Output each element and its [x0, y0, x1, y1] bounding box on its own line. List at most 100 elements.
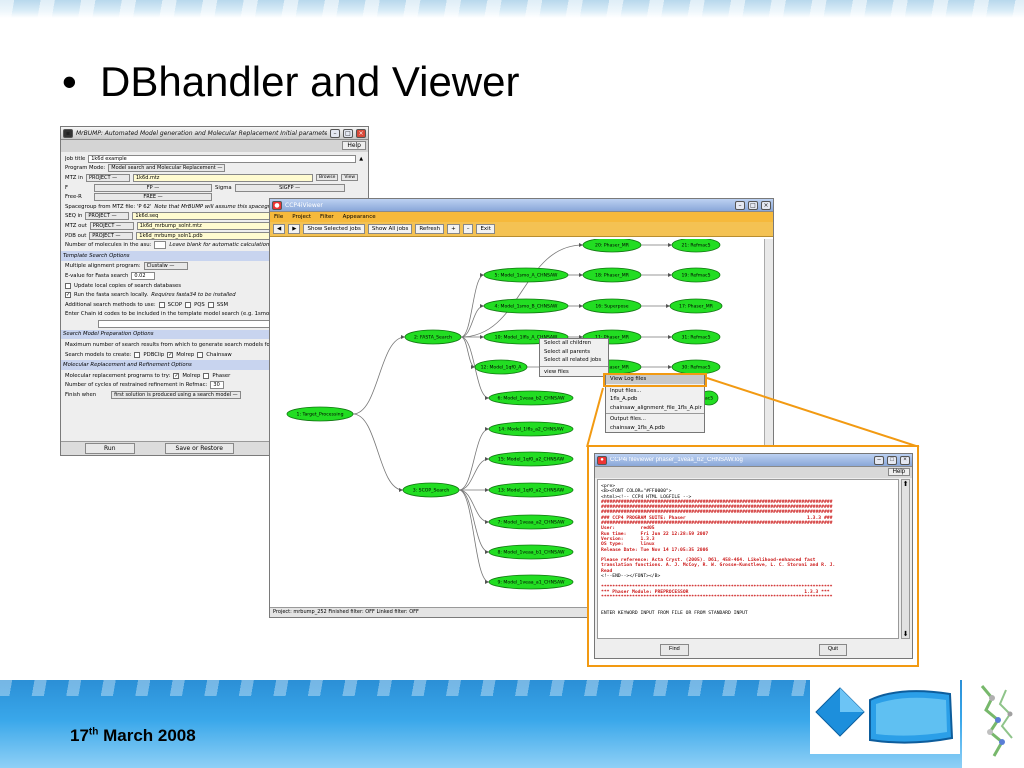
find-button[interactable]: Find — [660, 644, 689, 656]
forward-arrow-icon[interactable]: ▶ — [288, 224, 301, 234]
select-all-children-item[interactable]: Select all children — [544, 340, 592, 346]
viewer-vertical-scrollbar[interactable] — [764, 239, 773, 607]
job-node[interactable]: 30: Refmac5 — [671, 359, 721, 375]
show-all-jobs-button[interactable]: Show All jobs — [367, 224, 413, 234]
job-node[interactable]: 3: SCOP_Search — [402, 482, 460, 498]
job-node-shape[interactable] — [671, 329, 721, 345]
job-node[interactable]: 5: Model_1smo_A_CHNSAW — [483, 267, 569, 283]
close-icon[interactable]: × — [356, 128, 366, 138]
job-node[interactable]: 8: Model_1veaa_b1_CHNSAW — [488, 544, 574, 560]
job-node-shape[interactable] — [404, 329, 462, 345]
select-all-parents-item[interactable]: Select all parents — [544, 348, 591, 355]
job-node-shape[interactable] — [483, 298, 569, 314]
job-node[interactable]: 15: Model_1qf0_a2_CHNSAW — [488, 451, 574, 467]
job-node[interactable]: 31: Refmac5 — [671, 329, 721, 345]
input-files-item[interactable]: Input files... — [610, 387, 642, 394]
input-file-pdb-item[interactable]: 1fls_A.pdb — [610, 396, 638, 402]
seq-in-project-select[interactable]: PROJECT — [85, 212, 130, 221]
log-text-area[interactable]: <pre><B><FONT COLOR="#FF0000"><html><!--… — [597, 479, 899, 639]
scop-checkbox[interactable] — [158, 301, 165, 308]
ssm-checkbox[interactable] — [207, 301, 214, 308]
job-title-input[interactable]: 1k6d example — [88, 154, 357, 163]
help-button[interactable]: Help — [342, 141, 366, 150]
job-node-shape[interactable] — [488, 574, 574, 590]
quit-button[interactable]: Quit — [818, 644, 847, 656]
browse-button[interactable]: Browse — [315, 174, 339, 182]
job-node-shape[interactable] — [488, 451, 574, 467]
scroll-down-arrow-icon[interactable]: ⬇ — [902, 631, 909, 638]
minimize-icon[interactable]: – — [330, 128, 340, 138]
minimize-icon[interactable]: – — [735, 200, 745, 210]
job-node[interactable]: 2: FASTA_Search — [404, 329, 462, 345]
menu-filter[interactable]: Filter — [320, 214, 334, 220]
menu-appearance[interactable]: Appearance — [342, 214, 376, 220]
scroll-up-arrow-icon[interactable]: ⬆ — [902, 481, 909, 488]
scroll-up-icon[interactable]: ▲ — [359, 155, 364, 162]
job-node[interactable]: 4: Model_1smo_B_CHNSAW — [483, 298, 569, 314]
viewer-titlebar[interactable]: ● CCP4iViewer – □ × — [270, 199, 773, 212]
menu-project[interactable]: Project — [292, 214, 312, 220]
maximize-icon[interactable]: □ — [343, 128, 353, 138]
job-node[interactable]: 13: Model_1qf0_a2_CHNSAW — [488, 482, 574, 498]
molrep-model-checkbox[interactable]: ✓ — [167, 351, 174, 358]
log-viewer-titlebar[interactable]: ● CCP4i fileviewer phaser_1veaa_b2_CHNSA… — [595, 454, 912, 467]
job-node[interactable]: 18: Phaser_MR — [582, 267, 642, 283]
cycles-input[interactable]: 30 — [210, 381, 225, 390]
view-button[interactable]: View — [341, 174, 359, 182]
maximize-icon[interactable]: □ — [887, 455, 897, 465]
output-files-item[interactable]: Output files... — [610, 416, 646, 422]
mrbump-titlebar[interactable]: ▪ MrBUMP: Automated Model generation and… — [61, 127, 368, 140]
job-node-shape[interactable] — [582, 267, 642, 283]
log-help-button[interactable]: Help — [887, 468, 910, 476]
pdb-out-project-select[interactable]: PROJECT — [89, 231, 134, 240]
exit-button[interactable]: Exit — [476, 224, 495, 234]
input-file-pir-item[interactable]: chainsaw_alignment_file_1fls_A.pir — [610, 404, 702, 411]
job-node-shape[interactable] — [671, 267, 721, 283]
view-log-files-item[interactable]: View Log files — [606, 375, 704, 384]
job-node-shape[interactable] — [669, 298, 723, 314]
select-all-related-item[interactable]: Select all related jobs — [544, 357, 602, 363]
job-node[interactable]: 12: Model_1qf0_A — [474, 359, 528, 375]
minimize-icon[interactable]: – — [874, 455, 884, 465]
job-node-shape[interactable] — [488, 390, 574, 406]
finish-select[interactable]: first solution is produced using a searc… — [111, 391, 241, 400]
close-icon[interactable]: × — [761, 200, 771, 210]
zoom-in-button[interactable]: + — [447, 224, 460, 234]
job-node-shape[interactable] — [488, 514, 574, 530]
job-node[interactable]: 9: Model_1veaa_a1_CHNSAW — [488, 574, 574, 590]
job-node[interactable]: 17: Phaser_MR — [669, 298, 723, 314]
zoom-out-button[interactable]: – — [462, 224, 474, 234]
save-restore-button[interactable]: Save or Restore — [164, 443, 234, 454]
job-node[interactable]: 19: Refmac5 — [671, 267, 721, 283]
job-node-shape[interactable] — [488, 482, 574, 498]
job-node[interactable]: 7: Model_1veaa_a2_CHNSAW — [488, 514, 574, 530]
log-scrollbar[interactable]: ⬆ ⬇ — [901, 479, 910, 639]
job-node-shape[interactable] — [582, 298, 642, 314]
job-node-shape[interactable] — [474, 359, 528, 375]
update-local-checkbox[interactable] — [65, 282, 71, 289]
job-node-shape[interactable] — [488, 544, 574, 560]
job-node[interactable]: 1: Target_Processing — [286, 406, 354, 422]
chainsaw-checkbox[interactable] — [197, 351, 204, 358]
maximize-icon[interactable]: □ — [748, 200, 758, 210]
menu-file[interactable]: File — [274, 214, 284, 220]
job-node[interactable]: 14: Model_1lfls_a2_CHNSAW — [488, 421, 574, 437]
evalue-input[interactable]: 0.02 — [131, 271, 156, 280]
mtz-out-project-select[interactable]: PROJECT — [89, 221, 134, 230]
refresh-button[interactable]: Refresh — [415, 224, 445, 234]
molecules-input[interactable] — [154, 241, 167, 250]
mult-align-select[interactable]: Clustalw — [143, 262, 188, 271]
free-r-select[interactable]: FREE — [94, 193, 212, 202]
close-icon[interactable]: × — [900, 455, 910, 465]
phaser-checkbox[interactable] — [203, 372, 210, 379]
view-files-item[interactable]: view files — [544, 368, 569, 375]
job-node-shape[interactable] — [488, 421, 574, 437]
run-button[interactable]: Run — [85, 443, 135, 454]
job-node-shape[interactable] — [402, 482, 460, 498]
molrep-checkbox[interactable]: ✓ — [173, 372, 180, 379]
sigma-select[interactable]: SIGFP — [234, 183, 345, 192]
output-file-pdb-item[interactable]: chainsaw_1fls_A.pdb — [610, 424, 665, 431]
program-mode-select[interactable]: Model search and Molecular Replacement — [108, 164, 226, 173]
run-fasta-checkbox[interactable]: ✓ — [65, 292, 71, 299]
f-select[interactable]: FP — [94, 183, 212, 192]
